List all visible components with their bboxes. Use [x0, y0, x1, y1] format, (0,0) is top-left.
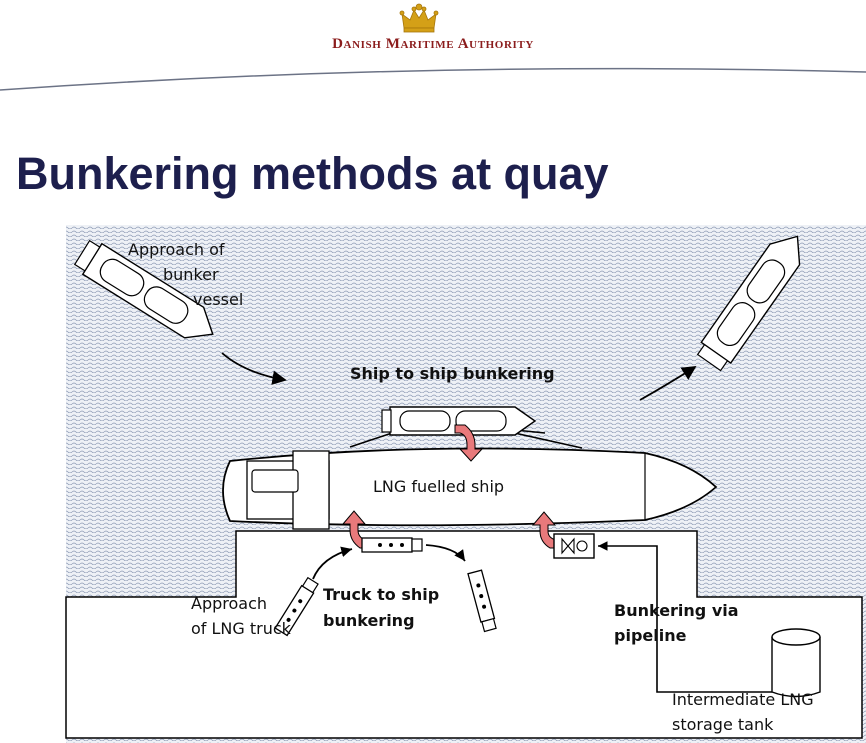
lng-pipeline — [598, 541, 772, 693]
crown-logo — [399, 3, 439, 33]
bunker-vessel-alongside — [381, 406, 537, 436]
label-truck-to-ship-1: Truck to ship — [323, 585, 440, 604]
page-title: Bunkering methods at quay — [16, 148, 609, 199]
label-intermediate-storage-2: storage tank — [672, 715, 774, 734]
truck-departure-arrow — [425, 544, 466, 562]
lng-fuelled-ship — [222, 447, 718, 530]
lng-truck-bunkering — [361, 537, 423, 553]
departure-vessel-arrow — [639, 366, 697, 401]
label-ship-to-ship: Ship to ship bunkering — [350, 364, 555, 383]
label-truck-to-ship-2: bunkering — [323, 611, 415, 630]
approaching-bunker-vessel — [73, 239, 214, 339]
label-approach-bunker-vessel-1: Approach of — [128, 240, 225, 259]
departing-bunker-vessel — [696, 235, 801, 372]
departing-lng-truck — [467, 569, 497, 633]
label-bunkering-via-pipeline-2: pipeline — [614, 626, 687, 645]
label-bunkering-via-pipeline-1: Bunkering via — [614, 601, 739, 620]
label-approach-lng-truck-1: Approach — [191, 594, 268, 613]
pipeline-transfer-arrow — [531, 511, 557, 549]
approach-vessel-arrow — [221, 352, 287, 385]
label-lng-fuelled-ship: LNG fuelled ship — [373, 477, 505, 496]
approaching-lng-truck — [274, 576, 319, 637]
truck-approach-arrow — [312, 546, 353, 580]
label-approach-lng-truck-2: of LNG truck — [191, 619, 291, 638]
label-approach-bunker-vessel-3: vessel — [193, 290, 244, 309]
truck-transfer-arrow — [341, 510, 367, 549]
label-intermediate-storage-1: Intermediate LNG — [672, 690, 814, 709]
bunkering-diagram: Approach of bunker vessel Ship to ship b… — [0, 225, 866, 743]
quay-land — [65, 530, 863, 739]
organization-name: Danish Maritime Authority — [332, 36, 534, 52]
lng-storage-tank — [771, 628, 821, 698]
pipeline-manifold — [553, 533, 595, 559]
label-approach-bunker-vessel-2: bunker — [163, 265, 219, 284]
ship-to-ship-transfer-arrow — [454, 424, 484, 462]
header-divider-curve — [0, 67, 866, 91]
